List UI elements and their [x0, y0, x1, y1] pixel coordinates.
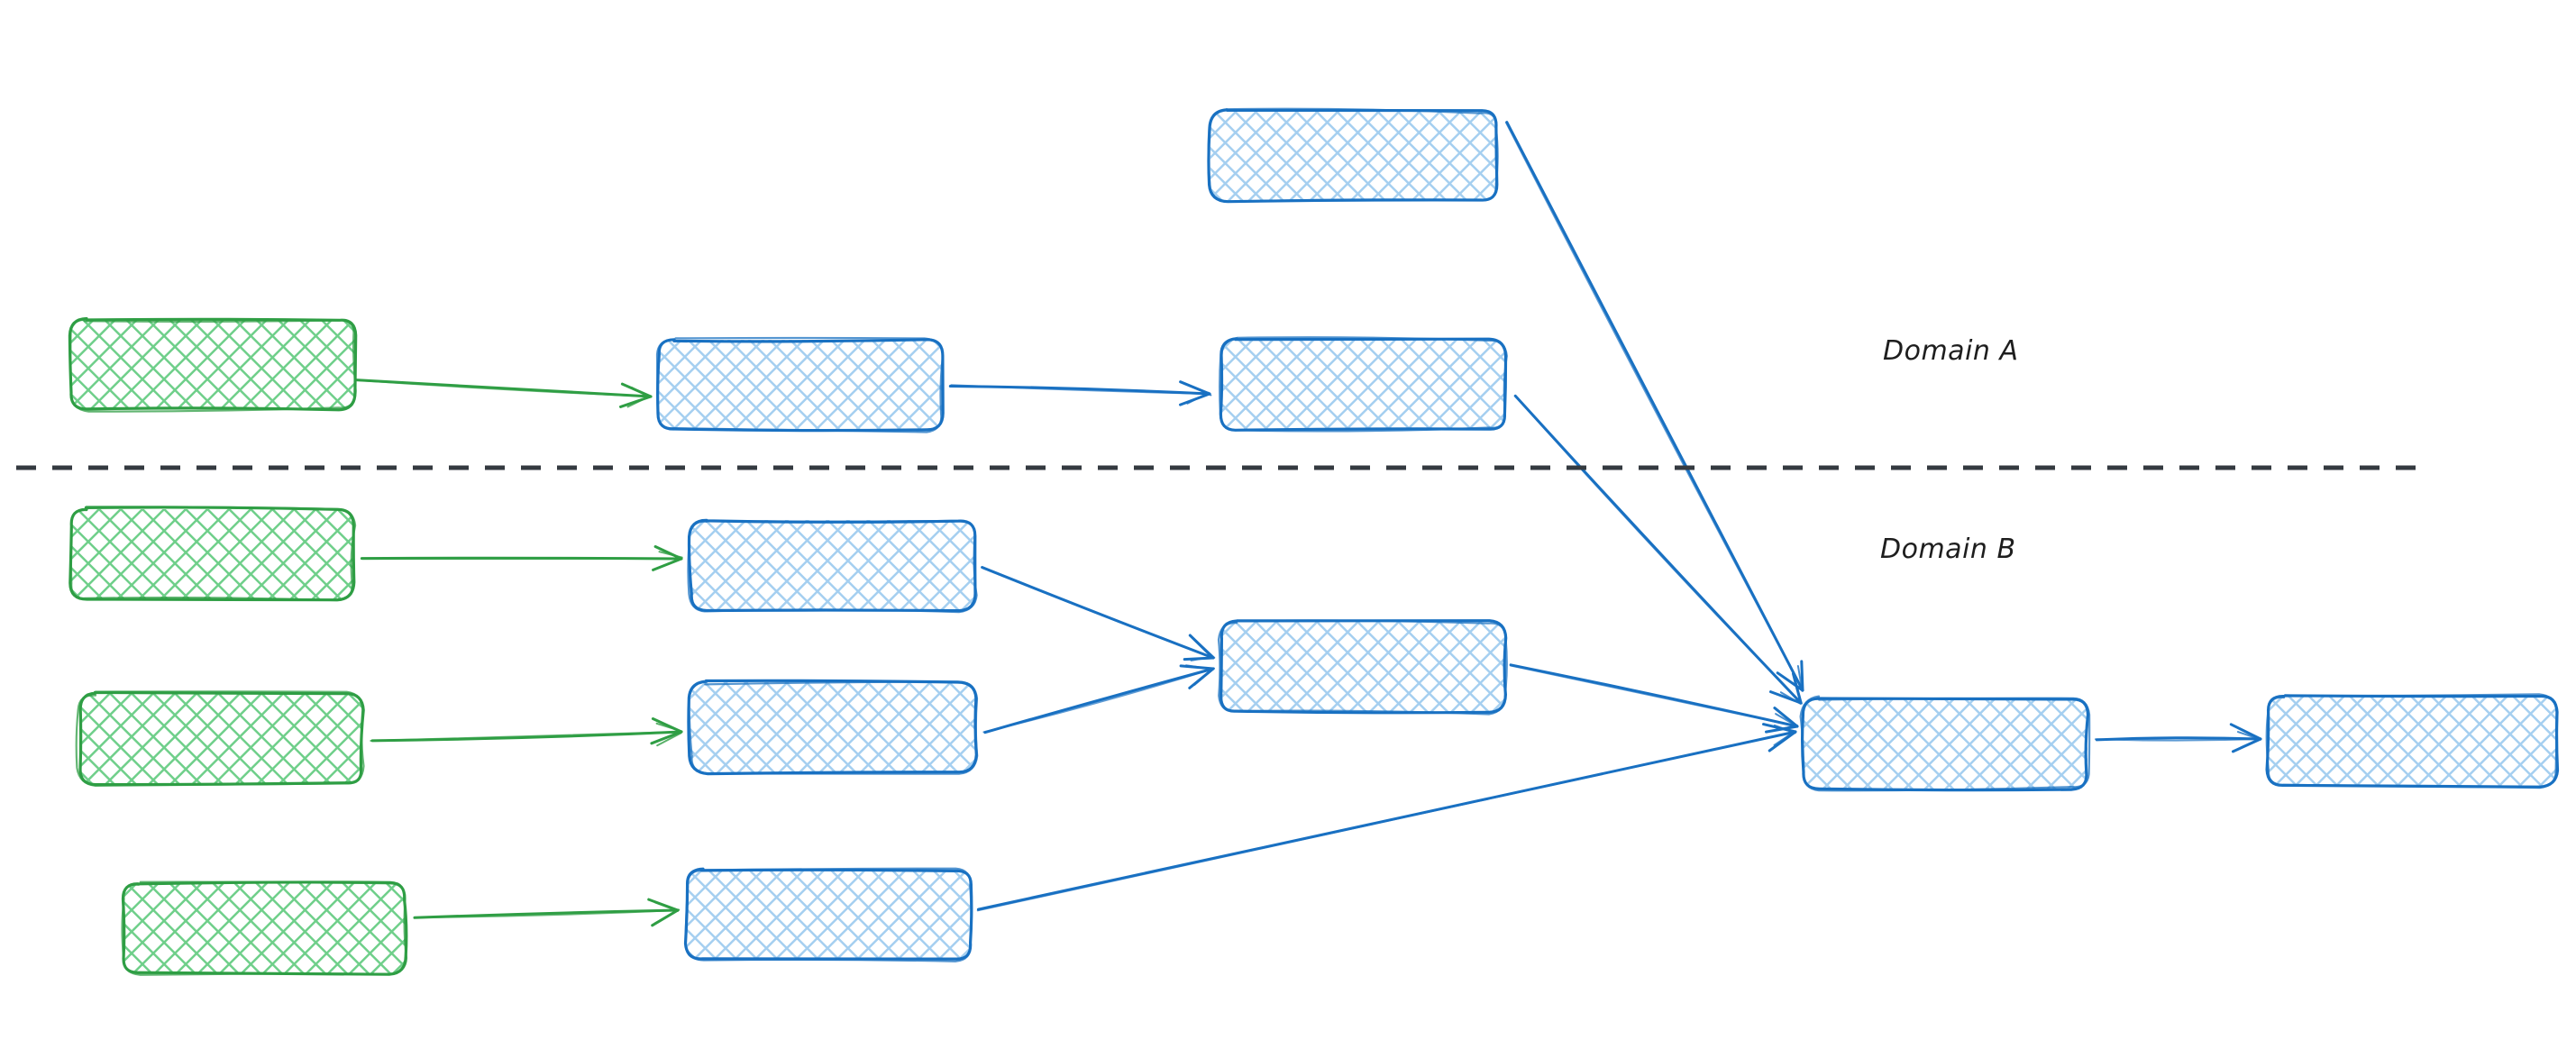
node-fill	[658, 340, 943, 430]
edge-layer	[353, 121, 2262, 927]
edge-e12	[2094, 723, 2262, 753]
edge-e8	[981, 566, 1216, 661]
node-fill	[1803, 698, 2087, 789]
edge-e3	[1504, 121, 1804, 692]
node-outline	[69, 318, 357, 413]
node-fill	[79, 694, 362, 784]
node-outline	[1219, 618, 1508, 715]
edge-shaft	[1504, 121, 1804, 691]
edge-arrowhead	[1779, 691, 1802, 705]
node-b-src1[interactable]	[69, 506, 357, 602]
node-b-target[interactable]	[1799, 695, 2091, 792]
node-fill	[2268, 696, 2556, 786]
edge-arrowhead	[658, 551, 683, 559]
node-fill	[123, 883, 406, 973]
edge-e5	[360, 545, 683, 571]
edge-arrowhead	[1800, 660, 1804, 692]
node-a-src[interactable]	[68, 316, 358, 413]
edge-arrowhead	[650, 730, 683, 745]
edge-shaft	[353, 379, 652, 397]
node-outline	[684, 867, 973, 962]
edge-e9	[982, 664, 1215, 734]
edge-shaft	[982, 668, 1214, 734]
edge-shaft	[413, 909, 679, 919]
edge-arrowhead	[658, 558, 683, 569]
edge-arrowhead	[1796, 665, 1804, 692]
edge-arrowhead	[1193, 667, 1215, 686]
edge-shaft	[1513, 394, 1803, 705]
edge-e6	[370, 717, 683, 747]
edge-arrowhead	[2236, 731, 2261, 741]
node-outline	[1799, 695, 2091, 792]
edge-arrowhead	[626, 395, 651, 408]
node-outline	[1219, 336, 1508, 433]
edge-shaft	[370, 731, 682, 742]
domain-a-label: Domain A	[1883, 335, 2019, 367]
node-layer	[68, 107, 2560, 976]
node-fill	[70, 509, 353, 599]
edge-arrowhead	[1795, 681, 1803, 705]
node-outline	[75, 690, 365, 787]
node-outline	[69, 506, 357, 602]
node-fill	[1210, 111, 1497, 201]
node-outline	[1207, 107, 1499, 203]
node-b-merge[interactable]	[1217, 618, 1508, 716]
edge-arrowhead	[656, 732, 682, 747]
node-b-output[interactable]	[2265, 693, 2560, 789]
edge-arrowhead	[2240, 737, 2261, 749]
node-outline	[121, 880, 408, 976]
node-b-stage2[interactable]	[687, 679, 979, 776]
edge-shaft	[950, 384, 1210, 395]
node-a-stage1[interactable]	[655, 336, 945, 433]
node-outline	[688, 680, 979, 775]
edge-arrowhead	[653, 901, 679, 912]
node-b-stage3[interactable]	[683, 867, 973, 962]
edge-arrowhead	[653, 908, 681, 925]
node-a-top[interactable]	[1207, 107, 1499, 204]
node-b-stage1[interactable]	[687, 518, 978, 614]
edge-e4	[1513, 394, 1803, 705]
node-fill	[690, 520, 975, 610]
edge-arrowhead	[1784, 676, 1803, 691]
node-outline	[1217, 619, 1508, 716]
edge-shaft	[976, 731, 1796, 912]
edge-arrowhead	[1185, 664, 1213, 670]
edge-e2	[948, 380, 1212, 406]
node-outline	[687, 519, 978, 614]
edge-shaft	[1514, 395, 1802, 704]
edge-arrowhead	[1190, 655, 1213, 661]
node-b-src2[interactable]	[75, 690, 365, 787]
node-outline	[2265, 693, 2559, 789]
edge-e10	[1509, 663, 1799, 734]
edge-shaft	[981, 567, 1214, 659]
edge-arrowhead	[1775, 713, 1798, 727]
edge-e7	[413, 898, 681, 927]
edge-arrowhead	[1186, 391, 1210, 405]
node-b-src3[interactable]	[121, 880, 408, 976]
edge-e1	[353, 379, 653, 408]
edge-shaft	[1510, 664, 1798, 727]
edge-arrowhead	[630, 386, 651, 398]
edge-shaft	[2094, 738, 2261, 742]
node-fill	[1220, 340, 1505, 430]
node-fill	[1220, 622, 1505, 712]
edge-arrowhead	[655, 722, 683, 733]
node-fill	[70, 319, 355, 409]
node-a-stage2[interactable]	[1219, 336, 1508, 433]
edge-arrowhead	[1192, 637, 1216, 659]
edge-arrowhead	[2229, 723, 2262, 741]
domain-b-label: Domain B	[1880, 534, 2016, 565]
edge-arrowhead	[1773, 724, 1796, 734]
node-fill	[690, 682, 975, 772]
node-outline	[655, 336, 945, 433]
edge-e11	[976, 723, 1797, 912]
node-fill	[687, 870, 972, 960]
edge-arrowhead	[1773, 730, 1796, 746]
edge-arrowhead	[1183, 382, 1212, 397]
